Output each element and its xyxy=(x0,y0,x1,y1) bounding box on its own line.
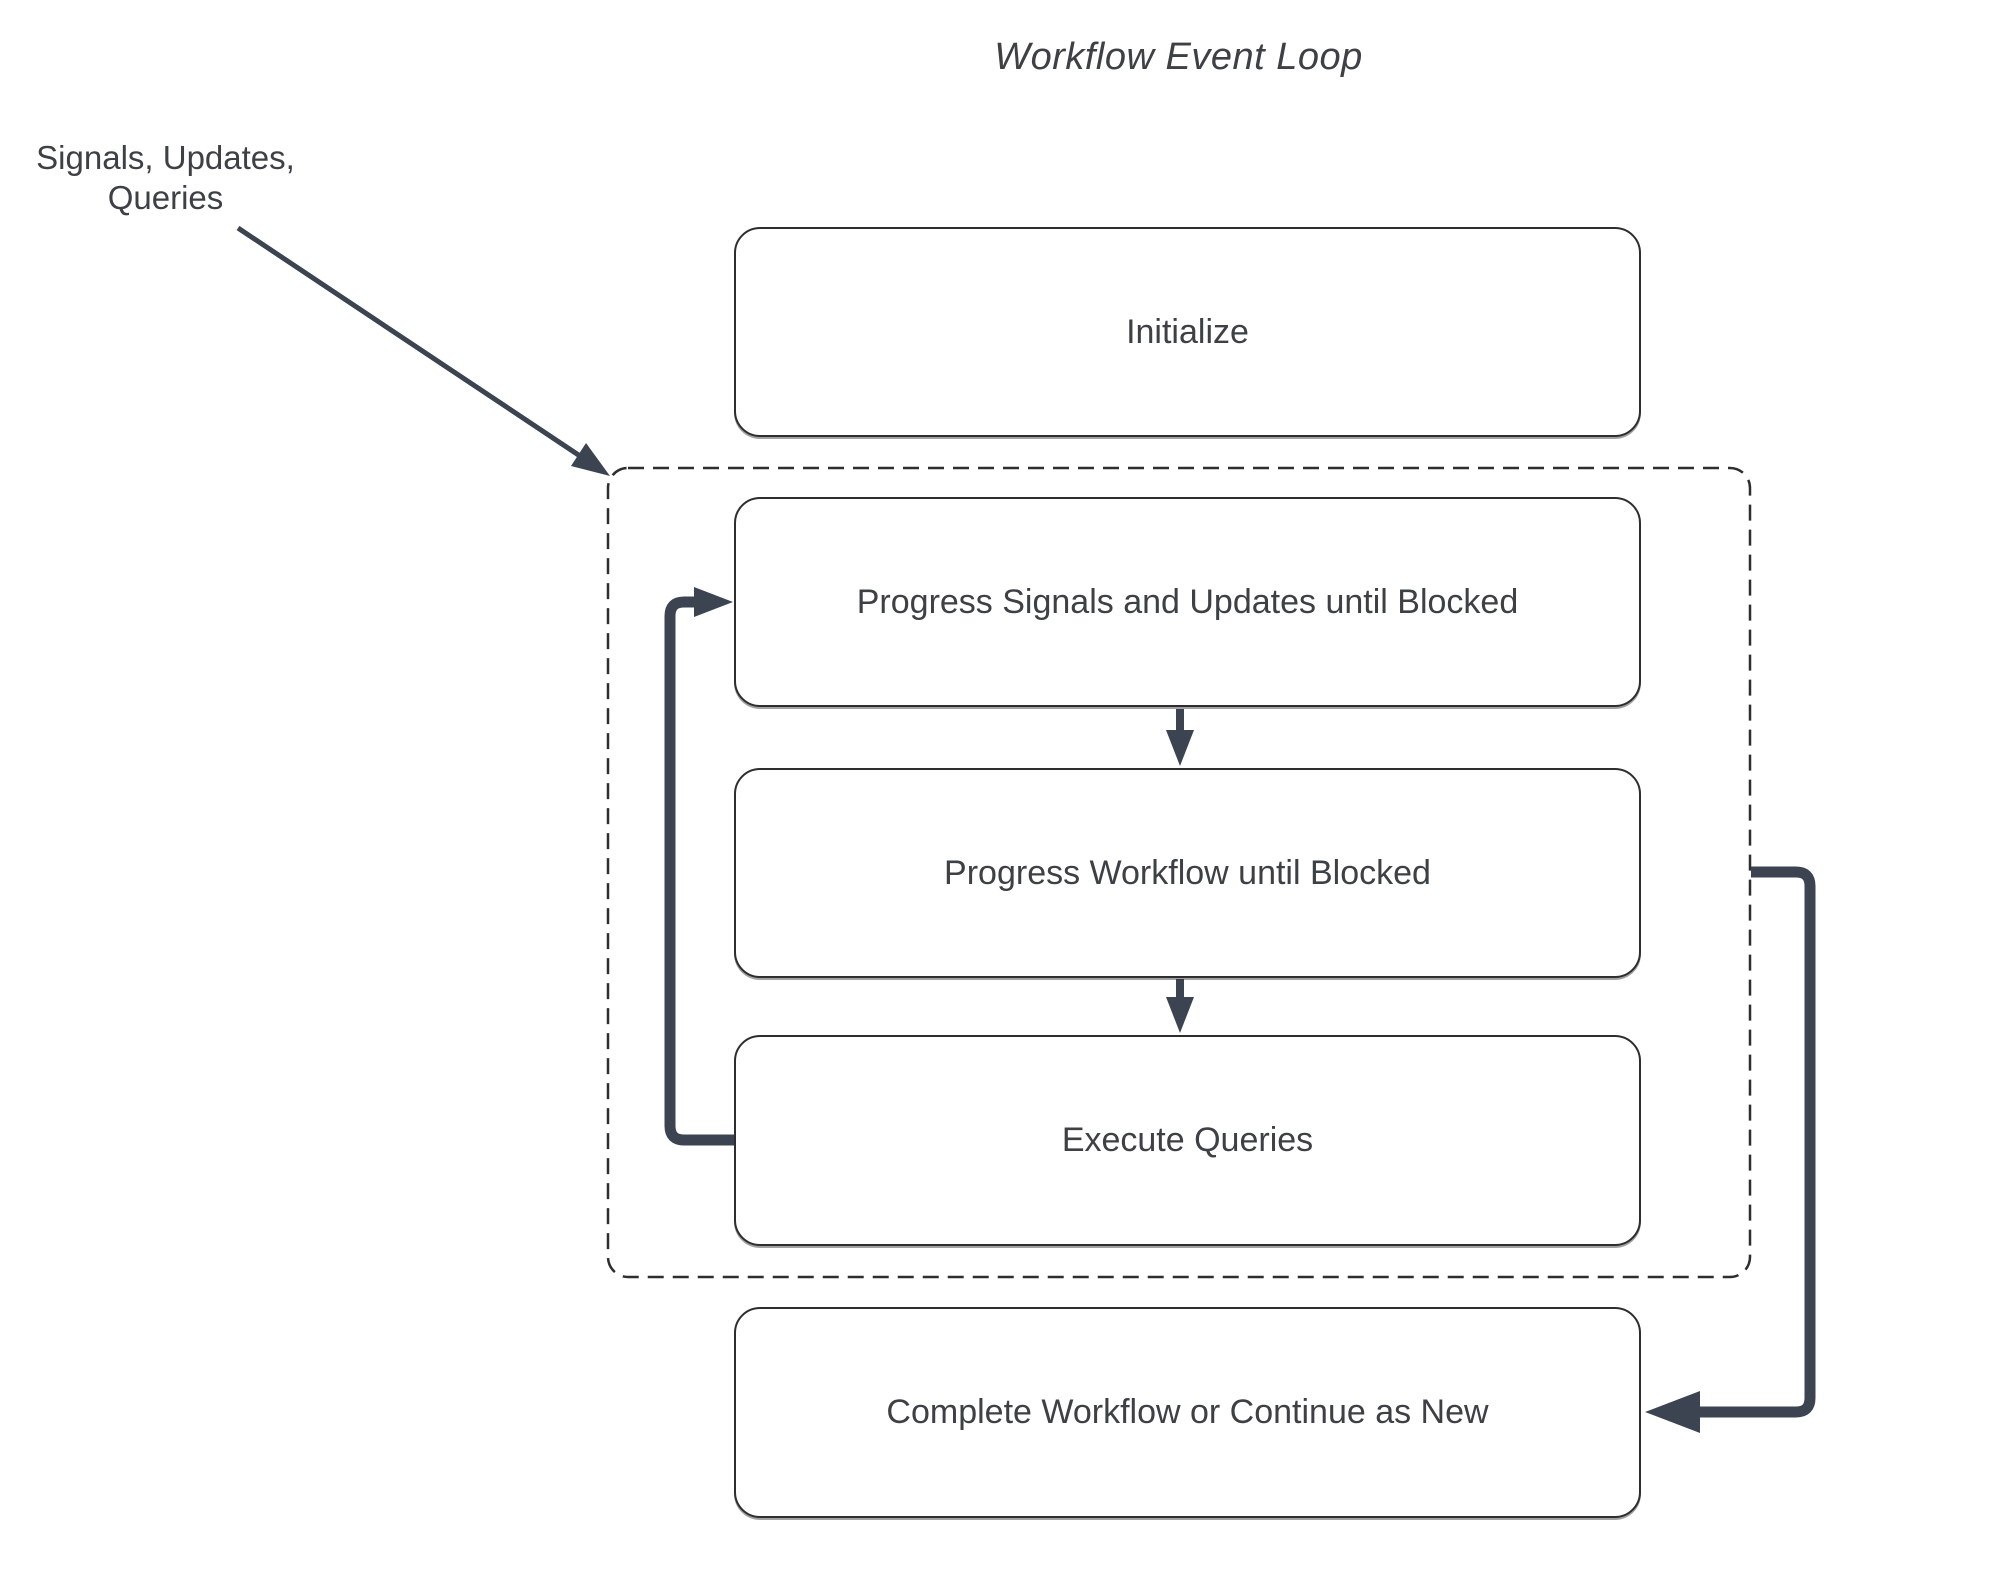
continue-connector-arrow xyxy=(1645,866,1816,1433)
node-progress-workflow: Progress Workflow until Blocked xyxy=(734,768,1641,978)
loop-back-arrow xyxy=(664,587,736,1146)
node-progress-workflow-label: Progress Workflow until Blocked xyxy=(944,853,1431,892)
down-arrow-1 xyxy=(1166,709,1194,766)
down-arrow-2 xyxy=(1166,979,1194,1033)
event-loop-dashed-container xyxy=(606,466,1752,1279)
signals-input-arrow xyxy=(236,225,610,476)
node-execute-queries: Execute Queries xyxy=(734,1035,1641,1246)
side-label-line2: Queries xyxy=(107,179,224,217)
node-progress-signals-label: Progress Signals and Updates until Block… xyxy=(856,582,1519,621)
node-complete-label: Complete Workflow or Continue as New xyxy=(886,1393,1489,1431)
signals-updates-queries-label: Signals, Updates, Queries xyxy=(18,138,313,219)
node-initialize: Initialize xyxy=(734,227,1641,437)
node-progress-signals: Progress Signals and Updates until Block… xyxy=(734,497,1641,707)
node-initialize-label: Initialize xyxy=(1126,312,1249,351)
node-complete: Complete Workflow or Continue as New xyxy=(734,1307,1641,1518)
node-execute-queries-label: Execute Queries xyxy=(1061,1121,1314,1159)
side-label-line1: Signals, Updates, xyxy=(36,139,295,176)
diagram-title: Workflow Event Loop xyxy=(994,36,1363,78)
